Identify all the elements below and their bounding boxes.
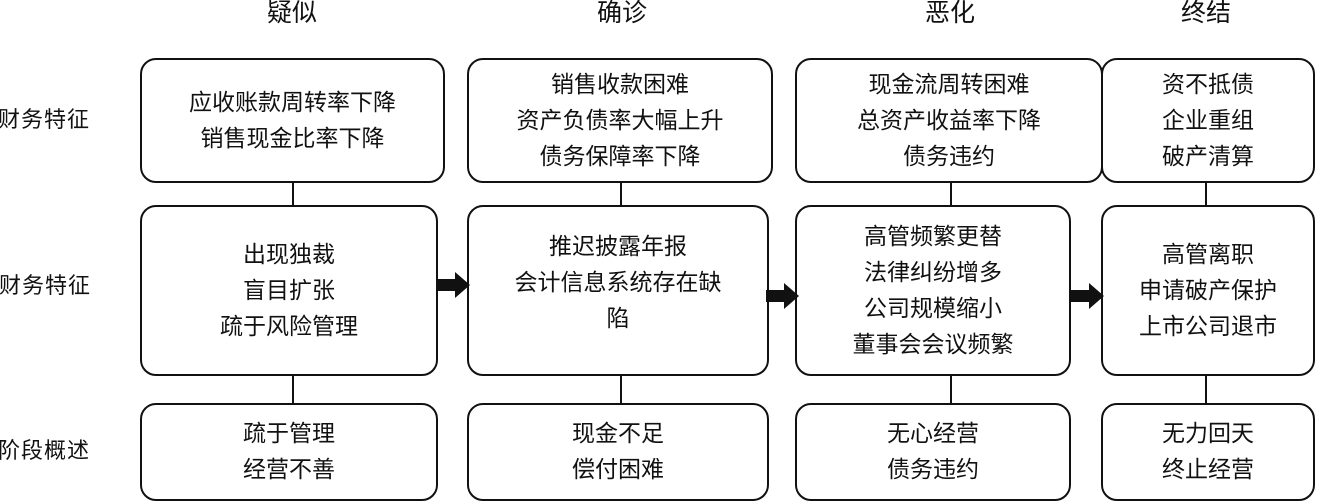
stage-header-confirmed: 确诊 <box>596 0 647 27</box>
box-line: 现金流周转困难 <box>868 71 1030 98</box>
financial-box-terminal: 资不抵债 企业重组 破产清算 <box>1101 58 1315 183</box>
box-line: 董事会会议频繁 <box>852 331 1014 358</box>
box-line: 偿付困难 <box>572 457 664 483</box>
connector-line <box>950 375 952 403</box>
box-line: 现金不足 <box>572 421 664 447</box>
connector-line <box>292 182 294 206</box>
box-line: 高管频繁更替 <box>864 223 1002 250</box>
stage-header-terminal: 终结 <box>1180 0 1231 27</box>
box-line: 资不抵债 <box>1162 71 1254 98</box>
box-line: 销售现金比率下降 <box>200 125 385 152</box>
box-line: 公司规模缩小 <box>864 295 1002 322</box>
financial-box-worsening: 现金流周转困难 总资产收益率下降 债务违约 <box>795 58 1103 183</box>
box-line: 陷 <box>606 306 630 332</box>
box-line: 债务保障率下降 <box>539 143 701 170</box>
stage-header-worsening: 恶化 <box>924 0 975 27</box>
box-line: 销售收款困难 <box>551 71 689 98</box>
box-line: 债务违约 <box>887 457 979 483</box>
connector-line <box>950 182 952 206</box>
connector-line <box>620 182 622 206</box>
box-line: 法律纠纷增多 <box>864 259 1002 286</box>
connector-line <box>1205 375 1207 403</box>
connector-line <box>620 375 622 403</box>
financial-box-confirmed: 销售收款困难 资产负债率大幅上升 债务保障率下降 <box>467 58 773 183</box>
right-arrow-icon <box>437 272 470 298</box>
summary-box-worsening: 无心经营 债务违约 <box>795 403 1071 501</box>
box-line: 会计信息系统存在缺 <box>514 270 722 296</box>
nonfinancial-box-confirmed: 推迟披露年报 会计信息系统存在缺 陷 <box>467 205 769 376</box>
box-line: 疏于管理 <box>243 421 335 447</box>
box-line: 总资产收益率下降 <box>857 107 1041 134</box>
row-label-nonfinancial: 非财务特征 <box>0 274 92 299</box>
box-line: 出现独裁 <box>243 241 335 268</box>
box-line: 债务违约 <box>903 143 995 170</box>
nonfinancial-box-worsening: 高管频繁更替 法律纠纷增多 公司规模缩小 董事会会议频繁 <box>795 205 1071 376</box>
right-arrow-icon <box>1071 283 1104 309</box>
box-line: 无力回天 <box>1162 421 1254 447</box>
box-line: 上市公司退市 <box>1139 313 1277 340</box>
connector-line <box>1205 182 1207 206</box>
connector-line <box>292 375 294 403</box>
box-line: 破产清算 <box>1162 143 1254 170</box>
summary-box-terminal: 无力回天 终止经营 <box>1101 403 1315 501</box>
box-line: 盲目扩张 <box>243 277 335 304</box>
box-line: 资产负债率大幅上升 <box>516 107 724 134</box>
box-line: 经营不善 <box>243 457 335 483</box>
stage-header-suspected: 疑似 <box>266 0 317 27</box>
box-line: 终止经营 <box>1162 457 1254 483</box>
nonfinancial-box-terminal: 高管离职 申请破产保护 上市公司退市 <box>1101 205 1315 376</box>
box-line: 推迟披露年报 <box>549 234 687 260</box>
box-line: 疏于风险管理 <box>220 313 358 340</box>
summary-box-confirmed: 现金不足 偿付困难 <box>467 403 769 501</box>
financial-box-suspected: 应收账款周转率下降 销售现金比率下降 <box>140 58 445 183</box>
box-line: 企业重组 <box>1162 107 1254 134</box>
box-line: 高管离职 <box>1162 241 1254 268</box>
box-line: 申请破产保护 <box>1139 277 1277 304</box>
summary-box-suspected: 疏于管理 经营不善 <box>140 403 438 501</box>
right-arrow-icon <box>766 283 799 309</box>
box-line: 应收账款周转率下降 <box>189 89 396 116</box>
nonfinancial-box-suspected: 出现独裁 盲目扩张 疏于风险管理 <box>140 205 438 376</box>
row-label-summary: 阶段概述 <box>0 439 91 464</box>
box-line: 无心经营 <box>887 421 979 447</box>
row-label-financial: 财务特征 <box>0 108 91 133</box>
